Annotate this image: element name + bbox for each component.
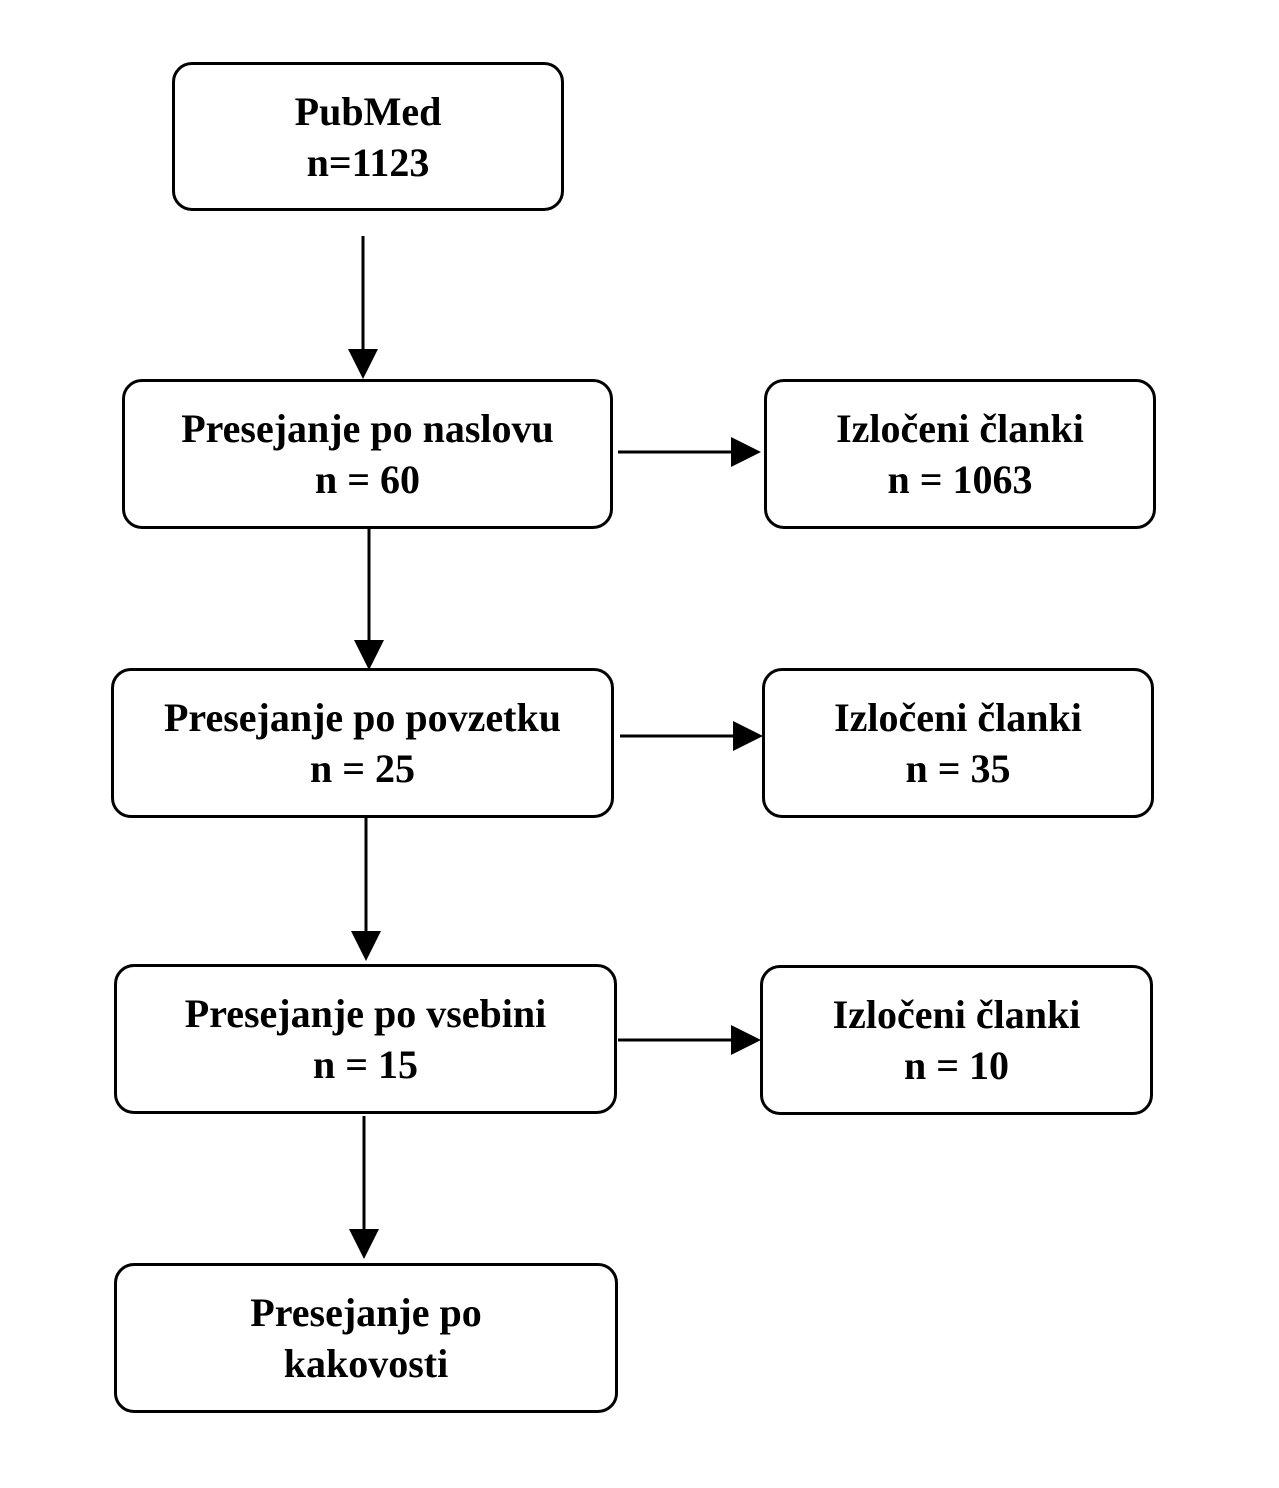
node-quality-screening-line2: kakovosti: [283, 1341, 449, 1386]
node-abstract-screening-label: Presejanje po povzetku: [164, 695, 561, 740]
node-source: PubMed n=1123: [172, 62, 564, 211]
node-title-screening-label: Presejanje po naslovu: [181, 406, 554, 451]
node-excluded-2-label: Izločeni članki: [834, 695, 1082, 740]
node-content-screening: Presejanje po vsebini n = 15: [114, 964, 617, 1114]
node-excluded-1: Izločeni članki n = 1063: [764, 379, 1156, 529]
node-title-screening-count: n = 60: [314, 457, 421, 502]
node-content-screening-count: n = 15: [312, 1042, 419, 1087]
node-abstract-screening-count: n = 25: [309, 746, 416, 791]
node-excluded-3: Izločeni članki n = 10: [760, 965, 1153, 1115]
node-quality-screening: Presejanje po kakovosti: [114, 1263, 618, 1413]
node-excluded-3-count: n = 10: [903, 1043, 1010, 1088]
node-quality-screening-line1: Presejanje po: [250, 1290, 482, 1335]
node-excluded-1-count: n = 1063: [887, 457, 1033, 502]
node-abstract-screening: Presejanje po povzetku n = 25: [111, 668, 614, 818]
node-content-screening-label: Presejanje po vsebini: [184, 991, 547, 1036]
node-excluded-3-label: Izločeni članki: [832, 992, 1081, 1037]
node-excluded-1-label: Izločeni članki: [836, 406, 1084, 451]
node-excluded-2: Izločeni članki n = 35: [762, 668, 1154, 818]
node-source-count: n=1123: [306, 139, 430, 185]
node-excluded-2-count: n = 35: [905, 746, 1011, 791]
node-title-screening: Presejanje po naslovu n = 60: [122, 379, 613, 529]
node-source-title: PubMed: [294, 88, 442, 134]
